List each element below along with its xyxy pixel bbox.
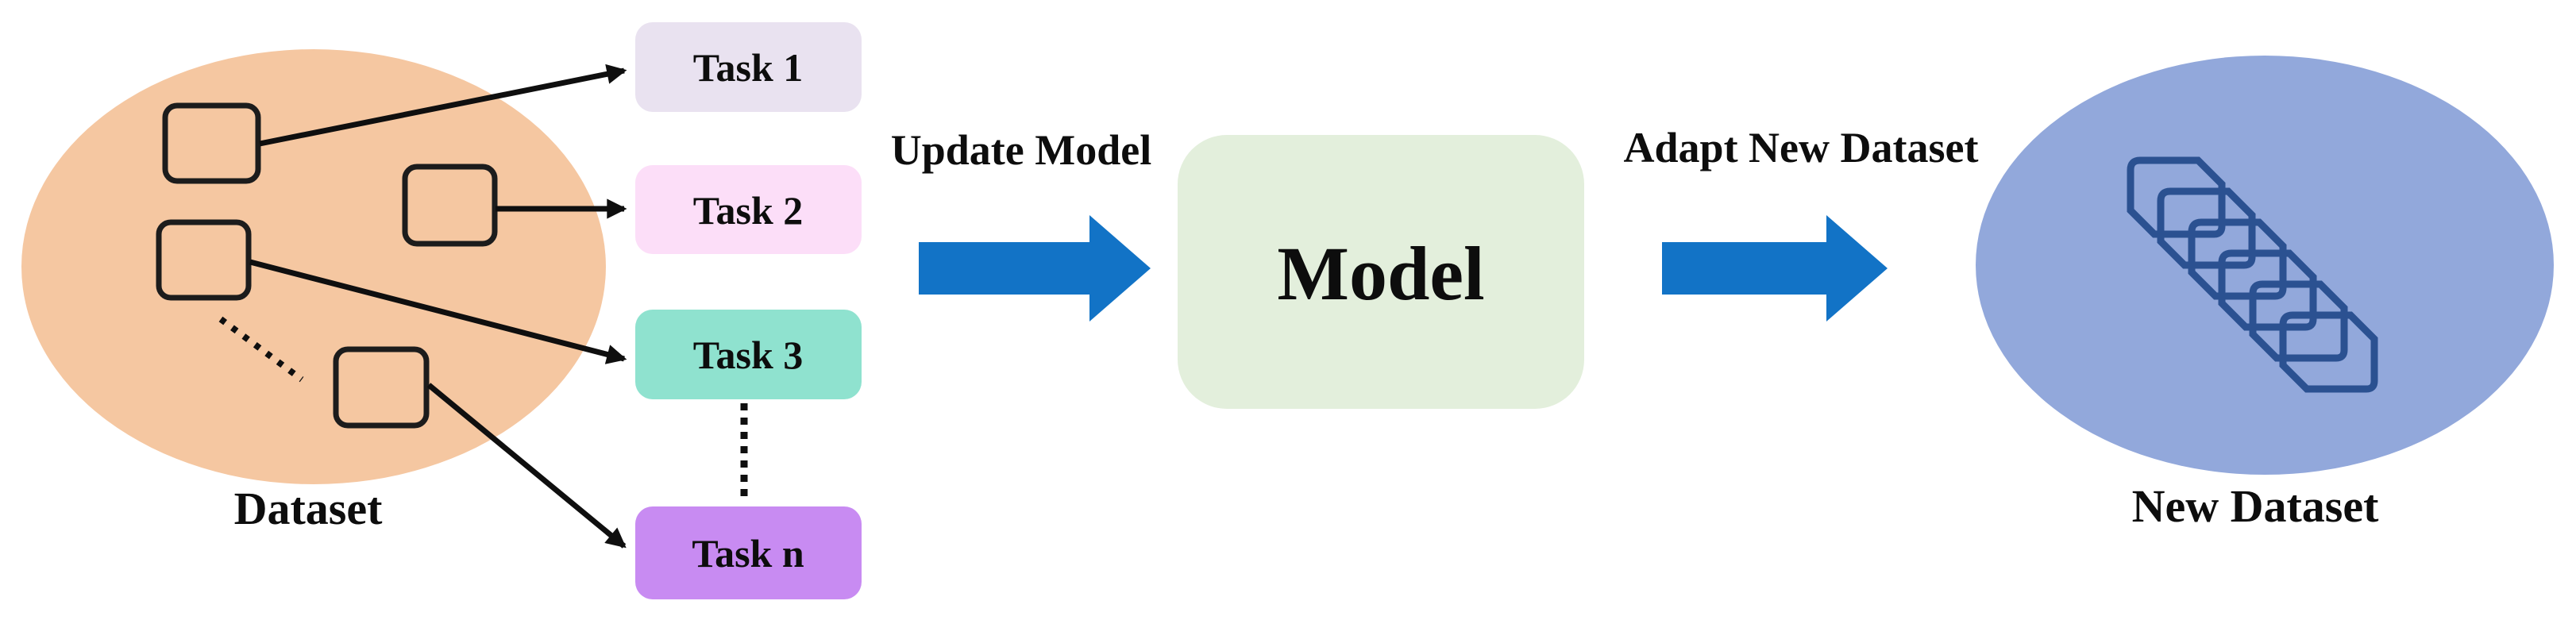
stacked-data-frames-icon [2127,156,2378,393]
connector-sample4-taskn [426,383,627,549]
data-frame-icon [2188,218,2287,300]
data-frame-icon [2218,249,2317,331]
adapt-new-dataset-label: Adapt New Dataset [1624,124,1979,171]
update-model-arrow [919,215,1151,322]
connector-sample3-task3 [249,259,627,364]
model-label: Model [1277,231,1484,316]
task-2-label: Task 2 [693,188,804,233]
task-2-box [635,165,862,254]
new-dataset-label: New Dataset [2132,480,2380,532]
task-n-label: Task n [692,531,804,576]
dataset-sample-box-4 [333,346,430,429]
adapt-new-dataset-arrow [1662,215,1888,322]
data-frame-icon [2279,311,2378,393]
model-box [1178,135,1584,409]
dataset-label: Dataset [234,483,384,534]
data-frame-icon [2157,187,2256,269]
dataset-sample-box-3 [156,219,252,301]
new-dataset-ellipse [1976,56,2554,475]
dataset-sample-box-2 [402,164,498,247]
connector-sample1-task1 [259,64,627,147]
dataset-ellipse [21,49,606,484]
task-1-box [635,22,862,112]
task-3-box [635,310,862,399]
task-1-label: Task 1 [693,45,804,90]
dataset-ellipsis-dots [218,316,304,383]
data-frame-icon [2127,156,2226,238]
dataset-sample-box-1 [162,102,261,184]
data-frame-icon [2249,280,2348,362]
update-model-label: Update Model [891,126,1151,174]
task-3-label: Task 3 [693,333,804,377]
task-n-box [635,506,862,599]
